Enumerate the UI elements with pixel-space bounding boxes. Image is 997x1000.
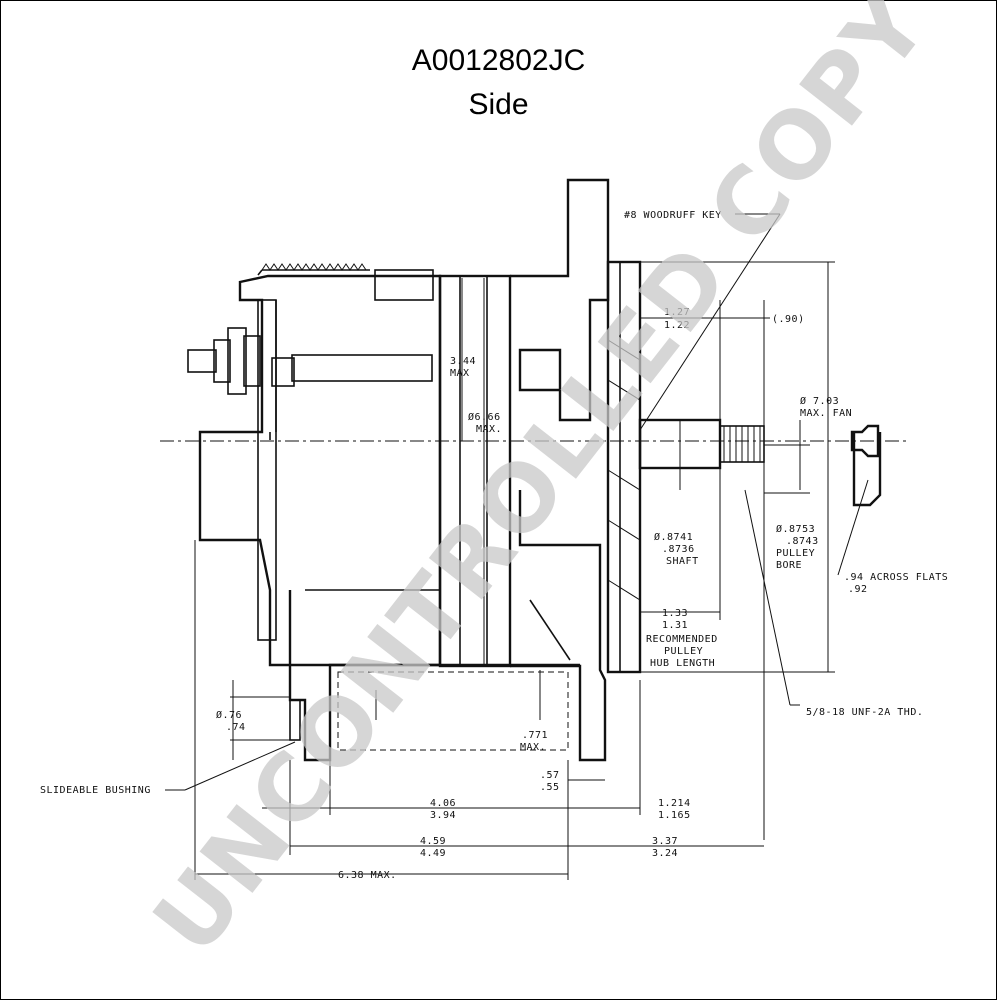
- slideable-bushing-label: SLIDEABLE BUSHING: [40, 785, 151, 796]
- bore-pulley-label: PULLEY: [776, 548, 815, 559]
- uncontrolled-copy-watermark: UNCONTROLLED COPY: [133, 0, 949, 974]
- woodruff-key-label: #8 WOODRUFF KEY: [624, 210, 722, 221]
- dim-7-03-max-fan: MAX. FAN: [800, 408, 852, 419]
- shaft-label: SHAFT: [666, 556, 699, 567]
- dim-0-90: (.90): [772, 314, 805, 325]
- dim-6-38-max: 6.38 MAX.: [338, 870, 397, 881]
- recommended-label: RECOMMENDED: [646, 634, 718, 645]
- shaft: [638, 418, 882, 507]
- dim-6-66: Ø6.66: [468, 411, 501, 423]
- shaft-dia-2: .8736: [662, 544, 695, 555]
- dim-57: .57: [540, 770, 560, 781]
- dim-3-94: 3.94: [430, 810, 456, 821]
- thread-label: 5/8-18 UNF-2A THD.: [806, 707, 923, 718]
- shaft-dia-1: Ø.8741: [654, 531, 693, 543]
- dim-6-66-max: MAX.: [476, 424, 502, 435]
- hub-length-1: 1.33: [662, 608, 688, 619]
- part-number-title: A0012802JC: [411, 44, 586, 77]
- dim-1-22: 1.22: [664, 320, 690, 331]
- hub-length-label: HUB LENGTH: [650, 658, 715, 669]
- pulley-label: PULLEY: [664, 646, 703, 657]
- across-flats-1: .94 ACROSS FLATS: [844, 572, 948, 583]
- dim-55: .55: [540, 782, 560, 793]
- dim-4-06: 4.06: [430, 798, 456, 809]
- dim-771-max: MAX.: [520, 742, 546, 753]
- dimension-labels: #8 WOODRUFF KEY 1.27 1.22 (.90) 3.44 MAX…: [40, 210, 948, 881]
- dim-1-214: 1.214: [658, 798, 691, 809]
- dim-3-24: 3.24: [652, 848, 678, 859]
- dia-76: Ø.76: [216, 709, 242, 721]
- dim-1-165: 1.165: [658, 810, 691, 821]
- bore-dia-2: .8743: [786, 536, 819, 547]
- view-title: Side: [468, 88, 529, 121]
- dim-3-44: 3.44: [450, 356, 476, 367]
- dim-771: .771: [522, 730, 548, 741]
- hub-length-2: 1.31: [662, 620, 688, 631]
- mounting-foot: [288, 589, 580, 762]
- bore-dia-1: Ø.8753: [776, 523, 815, 535]
- dimension-lines: [165, 213, 869, 880]
- dim-4-49: 4.49: [420, 848, 446, 859]
- bore-label: BORE: [776, 560, 802, 571]
- front-housing: [509, 178, 610, 762]
- output-terminal: [187, 327, 433, 395]
- dim-4-59: 4.59: [420, 836, 446, 847]
- across-flats-2: .92: [848, 584, 868, 595]
- dia-74: .74: [226, 722, 246, 733]
- dim-3-37: 3.37: [652, 836, 678, 847]
- dim-1-27: 1.27: [664, 307, 690, 318]
- dim-7-03: Ø 7.03: [800, 395, 839, 407]
- dim-3-44-max: MAX: [450, 368, 470, 379]
